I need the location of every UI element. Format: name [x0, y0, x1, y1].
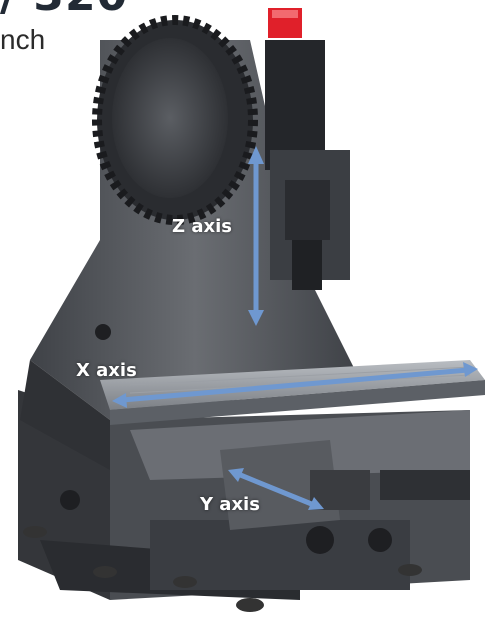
z-axis-label: Z axis [172, 216, 232, 237]
z-axis-arrow [248, 146, 264, 326]
x-axis-arrow [112, 362, 478, 408]
y-axis-label: Y axis [200, 494, 260, 515]
saddle [130, 410, 470, 530]
y-axis-arrow [228, 468, 324, 510]
model-title-fragment: / 320 [0, 0, 128, 21]
subtitle-fragment: nch [0, 24, 46, 55]
tool-magazine [92, 15, 258, 225]
x-axis-label: X axis [76, 360, 137, 381]
spindle-head [265, 8, 350, 290]
header: / 320 nch [0, 0, 490, 60]
